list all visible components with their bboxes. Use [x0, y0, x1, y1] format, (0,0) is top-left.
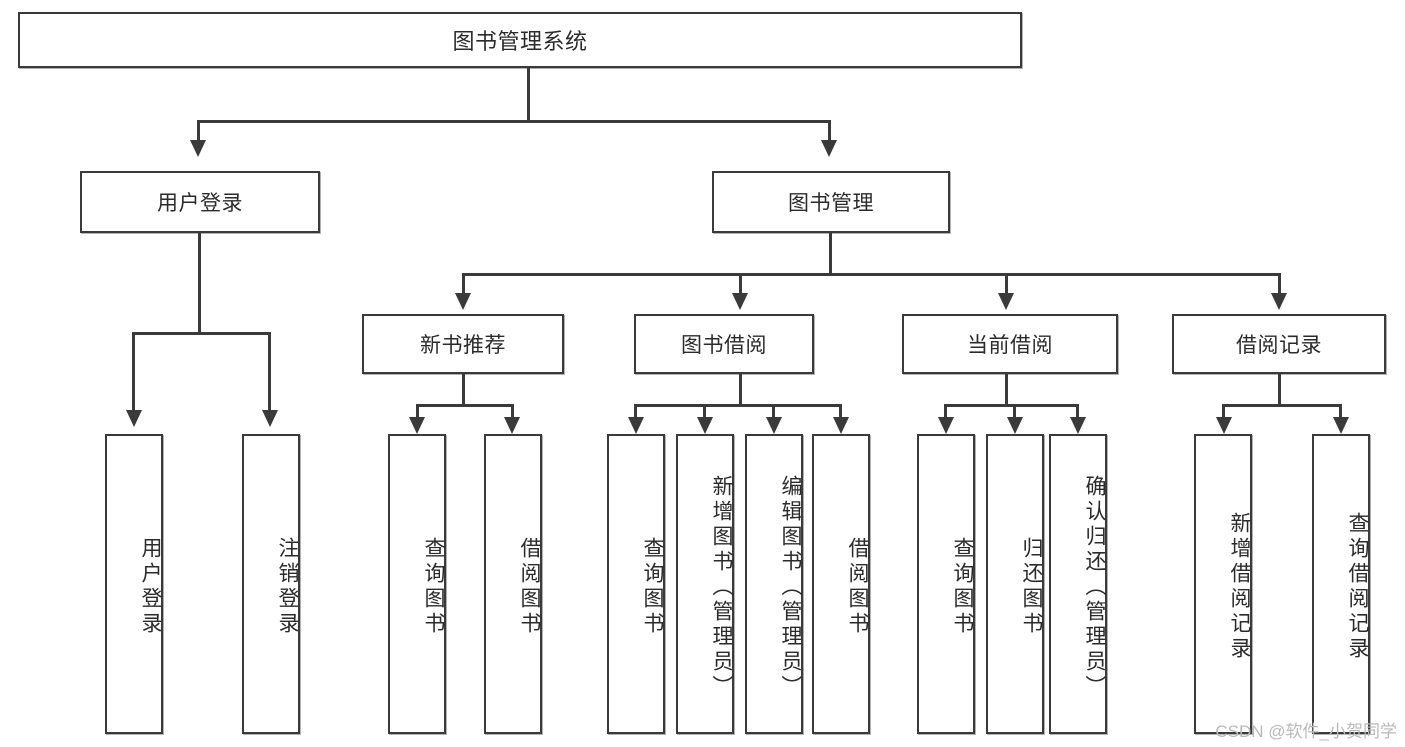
arrow-to-leaf-borrow-book-1: [504, 417, 520, 434]
leaf-add-record[interactable]: 新增借阅记录: [1194, 434, 1252, 734]
arrow-to-leaf-query-book-2: [628, 417, 644, 434]
node-book-borrow[interactable]: 图书借阅: [634, 314, 814, 374]
connector-book-management-bar: [462, 273, 1281, 276]
csdn-watermark: CSDN @软件_小贺同学: [1215, 722, 1397, 741]
arrow-to-leaf-borrow-book-2: [833, 417, 849, 434]
connector-user-login-bar: [132, 332, 271, 335]
arrow-to-book-borrow: [732, 293, 748, 310]
connector-root-stem: [527, 68, 530, 122]
arrow-to-leaf-logout-login: [262, 410, 278, 427]
connector-nbr-leaf1: [416, 404, 419, 419]
leaf-borrow-book-1[interactable]: 借阅图书: [484, 434, 542, 734]
connector-root-bar: [197, 120, 831, 123]
connector-nbr-leaf2: [511, 404, 514, 419]
leaf-add-book[interactable]: 新增图书（管理员）: [676, 434, 734, 734]
arrow-to-leaf-query-record: [1333, 417, 1349, 434]
connector-to-new-book-recommend: [462, 273, 465, 295]
connector-bb-leaf1: [634, 404, 637, 419]
connector-book-management-stem: [829, 233, 832, 275]
connector-br-leaf2: [1339, 404, 1342, 419]
connector-book-borrow-stem: [739, 374, 742, 406]
connector-to-borrow-record: [1278, 273, 1281, 295]
connector-to-current-borrow: [1005, 273, 1008, 295]
connector-root-to-user-login: [197, 120, 200, 142]
arrow-to-leaf-confirm-return: [1070, 417, 1086, 434]
node-new-book-recommend[interactable]: 新书推荐: [362, 314, 564, 374]
arrow-to-leaf-edit-book: [766, 417, 782, 434]
connector-user-login-stem: [198, 233, 201, 334]
arrow-root-to-book-management: [821, 140, 837, 157]
arrow-to-leaf-add-book: [697, 417, 713, 434]
leaf-confirm-return[interactable]: 确认归还（管理员）: [1049, 434, 1107, 734]
connector-user-login-right: [268, 332, 271, 412]
arrow-to-leaf-return-book: [1007, 417, 1023, 434]
node-book-management[interactable]: 图书管理: [712, 171, 950, 233]
leaf-query-book-2[interactable]: 查询图书: [607, 434, 665, 734]
leaf-query-book-3[interactable]: 查询图书: [917, 434, 975, 734]
arrow-root-to-user-login: [190, 140, 206, 157]
arrow-to-leaf-user-login: [126, 410, 142, 427]
arrow-to-leaf-query-book-1: [409, 417, 425, 434]
connector-cb-leaf2: [1013, 404, 1016, 419]
connector-current-borrow-stem: [1005, 374, 1008, 406]
connector-bb-leaf2: [703, 404, 706, 419]
leaf-return-book[interactable]: 归还图书: [986, 434, 1044, 734]
node-current-borrow[interactable]: 当前借阅: [902, 314, 1118, 374]
connector-book-borrow-bar: [634, 404, 842, 407]
arrow-to-borrow-record: [1271, 293, 1287, 310]
connector-to-book-borrow: [739, 273, 742, 295]
node-user-login[interactable]: 用户登录: [80, 171, 320, 233]
connector-new-book-recommend-stem: [462, 374, 465, 406]
connector-cb-leaf3: [1076, 404, 1079, 419]
node-borrow-record[interactable]: 借阅记录: [1172, 314, 1386, 374]
connector-user-login-left: [132, 332, 135, 412]
arrow-to-new-book-recommend: [455, 293, 471, 310]
connector-borrow-record-stem: [1278, 374, 1281, 406]
leaf-logout-login[interactable]: 注销登录: [242, 434, 300, 734]
connector-new-book-recommend-bar: [416, 404, 514, 407]
leaf-query-book-1[interactable]: 查询图书: [388, 434, 446, 734]
connector-current-borrow-bar: [944, 404, 1078, 407]
leaf-borrow-book-2[interactable]: 借阅图书: [812, 434, 870, 734]
leaf-user-login[interactable]: 用户登录: [105, 434, 163, 734]
leaf-query-record[interactable]: 查询借阅记录: [1312, 434, 1370, 734]
arrow-to-current-borrow: [998, 293, 1014, 310]
arrow-to-leaf-add-record: [1216, 417, 1232, 434]
node-root-system[interactable]: 图书管理系统: [18, 12, 1022, 68]
connector-bb-leaf3: [772, 404, 775, 419]
connector-borrow-record-bar: [1222, 404, 1341, 407]
connector-br-leaf1: [1222, 404, 1225, 419]
connector-root-to-book-management: [828, 120, 831, 142]
connector-bb-leaf4: [839, 404, 842, 419]
arrow-to-leaf-query-book-3: [938, 417, 954, 434]
leaf-edit-book[interactable]: 编辑图书（管理员）: [745, 434, 803, 734]
connector-cb-leaf1: [944, 404, 947, 419]
